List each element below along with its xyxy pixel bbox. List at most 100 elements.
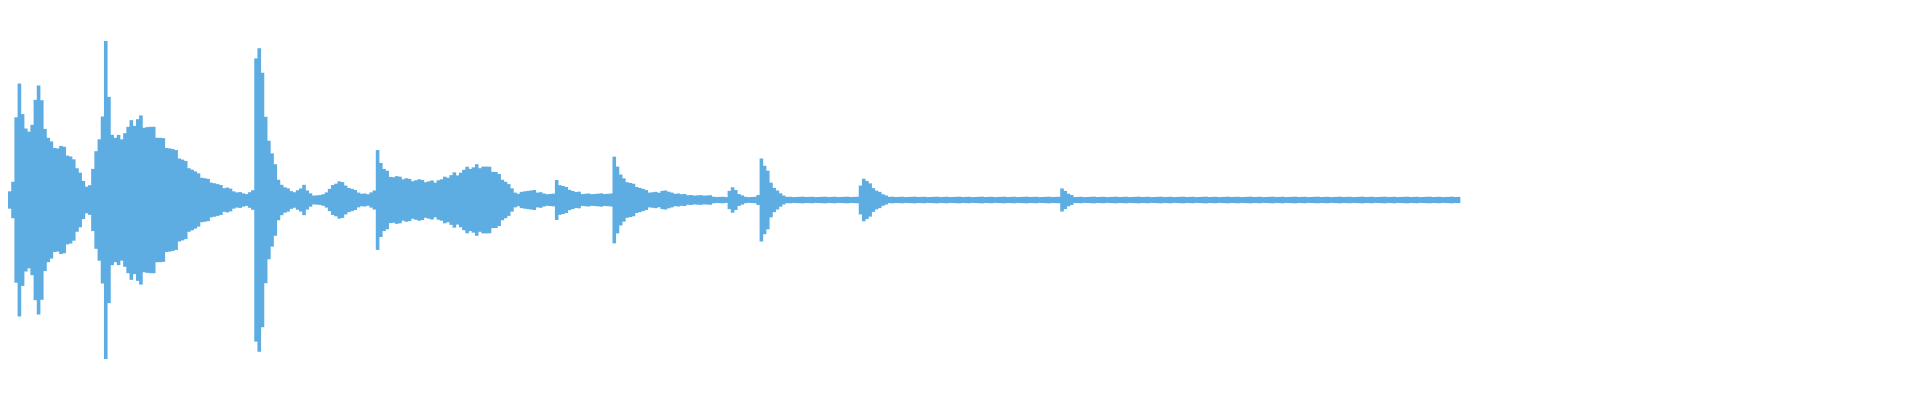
waveform-sample [33,99,38,301]
waveform-sample [1002,196,1007,204]
waveform-sample [1105,197,1109,203]
waveform-sample [244,194,249,206]
waveform-sample [919,196,924,204]
waveform-sample [401,179,405,221]
waveform-sample [823,196,828,204]
waveform-sample [449,175,453,225]
waveform-sample [1370,196,1375,204]
waveform-sample [340,182,345,218]
waveform-sample [55,148,60,252]
waveform-sample [993,197,997,203]
waveform-sample [190,169,194,231]
waveform-sample [503,181,508,219]
waveform-sample [855,196,860,204]
waveform-sample [679,194,684,206]
waveform-sample [27,131,31,269]
waveform-sample [1031,196,1036,204]
waveform-sample [260,72,265,328]
waveform-sample [711,196,716,204]
waveform-sample [327,188,332,212]
waveform-sample [538,192,543,208]
waveform-sample [228,188,233,212]
waveform-sample [337,181,342,219]
waveform-sample [1364,197,1368,203]
waveform-sample [478,168,482,232]
waveform-sample [676,193,681,207]
waveform-sample [1316,196,1320,204]
waveform-sample [1210,196,1215,204]
waveform-sample [382,168,386,232]
waveform-sample [1239,197,1243,203]
waveform-sample [868,183,872,217]
waveform-sample [1012,196,1016,204]
waveform-sample [1226,196,1231,204]
waveform-sample [164,147,169,253]
waveform-sample [436,180,441,220]
waveform-sample [897,196,901,204]
waveform-sample [1450,196,1455,204]
waveform-sample [235,192,239,208]
waveform-sample [286,188,290,212]
waveform-sample [759,158,764,242]
waveform-sample [734,190,738,210]
waveform-sample [158,137,162,263]
waveform-sample [1146,196,1151,204]
waveform-sample [941,196,946,204]
waveform-sample [945,196,949,204]
waveform-sample [1373,197,1378,203]
waveform-sample [554,180,559,220]
waveform-sample [727,190,732,210]
waveform-sample [692,195,697,205]
waveform-sample [199,177,204,223]
waveform-sample [1306,197,1311,203]
waveform-sample [107,96,111,304]
waveform-sample [625,182,629,218]
waveform-sample [497,173,501,227]
waveform-sample [1421,196,1426,204]
waveform-sample [254,58,258,342]
waveform-sample [356,192,361,208]
waveform-sample [1095,197,1099,203]
waveform-sample [1255,196,1259,204]
waveform-sample [1447,196,1451,204]
waveform-sample [1424,196,1429,204]
waveform-sample [39,100,44,300]
waveform-sample [1140,197,1144,203]
waveform-sample [14,117,18,283]
waveform-sample [1242,196,1247,204]
waveform-sample [513,192,517,208]
waveform-sample [1236,196,1240,204]
waveform-sample [305,190,310,210]
waveform-sample [1271,196,1275,204]
waveform-sample [849,197,853,203]
waveform-sample [1440,197,1445,203]
waveform-sample [839,196,844,204]
waveform-sample [702,195,706,205]
waveform-sample [1389,196,1394,204]
waveform-sample [881,194,885,206]
waveform-sample [973,196,978,204]
waveform-sample [1405,196,1410,204]
waveform-sample [1287,196,1291,204]
waveform-sample [75,168,79,232]
waveform-sample [17,83,22,317]
waveform-sample [62,146,66,254]
waveform-sample [705,195,709,205]
waveform-sample [455,175,460,225]
waveform-sample [103,40,108,360]
waveform-sample [439,179,444,221]
waveform-sample [110,134,114,266]
waveform-sample [167,148,172,252]
waveform-sample [385,170,389,230]
waveform-sample [353,190,358,210]
waveform-sample [46,137,50,263]
waveform-sample [1303,196,1307,204]
waveform-sample [78,172,82,228]
waveform-sample [1009,196,1013,204]
waveform-sample [929,196,933,204]
waveform-sample [567,189,572,211]
waveform-sample [721,196,725,204]
waveform-sample [222,188,226,212]
waveform-sample [196,173,201,227]
waveform-sample [558,185,562,215]
